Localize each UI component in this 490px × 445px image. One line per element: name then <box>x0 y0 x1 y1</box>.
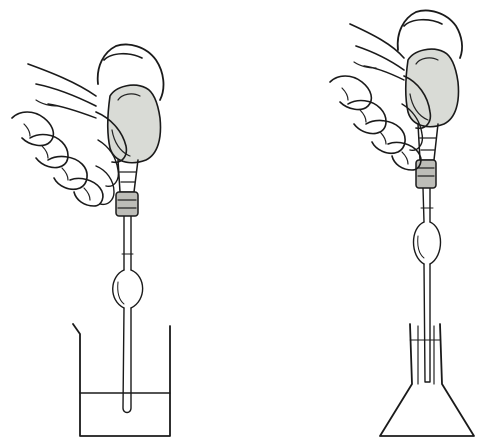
pipette-icon <box>113 216 143 413</box>
beaker-icon <box>73 324 170 436</box>
rubber-bulb-icon <box>406 49 459 188</box>
rubber-bulb-icon <box>108 85 161 216</box>
left-panel <box>12 45 170 436</box>
volumetric-flask-icon <box>380 324 474 436</box>
right-panel <box>330 11 474 436</box>
